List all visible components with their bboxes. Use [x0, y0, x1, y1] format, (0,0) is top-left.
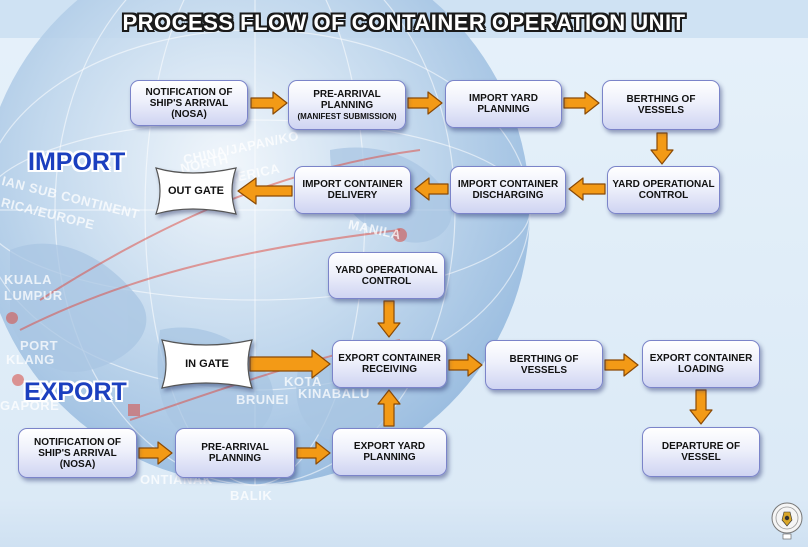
in-gate-shape: [161, 339, 253, 389]
arrow-nosa-to-prearrival-export: [138, 441, 173, 465]
map-label-klang: KLANG: [6, 352, 55, 367]
export-yard-control-line1: YARD OPERATIONAL: [335, 264, 438, 276]
arrow-yardplanning-to-berthing: [563, 91, 600, 115]
export-receiving-line1: EXPORT CONTAINER: [338, 353, 441, 364]
export-departure-line2: VESSEL: [681, 452, 721, 463]
map-label-bali: BALIK: [230, 488, 273, 503]
diagram-title: PROCESS FLOW OF CONTAINER OPERATION UNIT: [122, 10, 686, 35]
export-yard-planning-line1: EXPORT YARD: [353, 441, 426, 452]
import-prearrival-box: PRE-ARRIVAL PLANNING (MANIFEST SUBMISSIO…: [288, 80, 406, 130]
export-yard-control-line2: CONTROL: [361, 275, 412, 287]
import-yard-control-box: YARD OPERATIONAL CONTROL: [607, 166, 720, 214]
import-discharging-box: IMPORT CONTAINER DISCHARGING: [450, 166, 566, 214]
import-yard-control-line2: CONTROL: [638, 190, 689, 201]
arrow-nosa-to-prearrival: [250, 91, 288, 115]
import-yard-planning-line1: IMPORT YARD: [469, 93, 538, 104]
import-berthing-line1: BERTHING OF: [626, 94, 696, 105]
import-yard-planning-box: IMPORT YARD PLANNING: [445, 80, 562, 128]
export-nosa-line2: SHIP'S ARRIVAL (NOSA): [38, 447, 117, 470]
import-discharging-line2: DISCHARGING: [472, 190, 544, 201]
arrow-prearrival-to-yardplanning: [407, 91, 443, 115]
import-yard-control-line1: YARD OPERATIONAL: [612, 179, 715, 190]
out-gate-label: OUT GATE: [167, 185, 224, 197]
arrow-ingate-to-receiving: [249, 349, 331, 379]
arrow-delivery-to-outgate: [237, 177, 293, 205]
footer-strip: [0, 500, 808, 547]
out-gate-shape: [155, 167, 237, 215]
export-loading-line1: EXPORT CONTAINER: [649, 353, 753, 364]
export-nosa-box: NOTIFICATION OF SHIP'S ARRIVAL (NOSA): [18, 428, 137, 478]
export-departure-box: DEPARTURE OF VESSEL: [642, 427, 760, 477]
import-delivery-line2: DELIVERY: [327, 190, 378, 201]
arrow-receiving-to-berthing: [448, 353, 483, 377]
import-berthing-line2: VESSELS: [637, 105, 685, 116]
export-receiving-box: EXPORT CONTAINER RECEIVING: [332, 340, 447, 388]
arrow-loading-to-departure: [689, 389, 713, 425]
map-label-port: PORT: [20, 338, 59, 353]
map-label-brunei: BRUNEI: [236, 392, 289, 407]
in-gate-label: IN GATE: [185, 358, 229, 370]
arrow-yardplanning-to-receiving: [377, 389, 401, 427]
export-yard-planning-box: EXPORT YARD PLANNING: [332, 428, 447, 476]
export-yard-control-box: YARD OPERATIONAL CONTROL: [328, 252, 445, 299]
port-seal-logo: [771, 502, 803, 540]
export-departure-line1: DEPARTURE OF: [661, 441, 741, 452]
import-prearrival-sub: (MANIFEST SUBMISSION): [297, 111, 397, 121]
map-label-kinabalu: KINABALU: [298, 386, 370, 401]
export-nosa-line1: NOTIFICATION OF: [33, 436, 122, 448]
export-prearrival-box: PRE-ARRIVAL PLANNING: [175, 428, 295, 478]
export-receiving-line2: RECEIVING: [361, 364, 417, 375]
export-section-label: EXPORT: [24, 378, 127, 406]
import-discharging-line1: IMPORT CONTAINER: [457, 179, 559, 190]
map-label-lumpur: LUMPUR: [4, 288, 63, 303]
arrow-yardcontrol-to-receiving: [377, 300, 401, 338]
import-berthing-box: BERTHING OF VESSELS: [602, 80, 720, 130]
arrow-prearrival-to-yardplanning-export: [296, 441, 331, 465]
map-label-kuala: KUALA: [4, 272, 52, 287]
import-prearrival-line2: PLANNING: [320, 99, 374, 111]
import-section-label: IMPORT: [28, 148, 126, 176]
import-prearrival-line1: PRE-ARRIVAL: [313, 88, 381, 100]
export-berthing-line2: VESSELS: [520, 365, 568, 376]
map-label-gapore: GAPORE: [0, 398, 60, 413]
import-nosa-line2: SHIP'S ARRIVAL (NOSA): [149, 97, 229, 120]
export-yard-planning-line2: PLANNING: [363, 452, 416, 463]
arrow-berthing-to-loading: [604, 353, 639, 377]
import-nosa-box: NOTIFICATION OF SHIP'S ARRIVAL (NOSA): [130, 80, 248, 126]
arrow-yardcontrol-to-discharging: [568, 177, 606, 201]
arrow-berthing-to-yardcontrol: [650, 132, 674, 165]
import-delivery-box: IMPORT CONTAINER DELIVERY: [294, 166, 411, 214]
export-berthing-line1: BERTHING OF: [509, 354, 579, 365]
import-nosa-line1: NOTIFICATION OF: [145, 86, 233, 98]
export-prearrival-line1: PRE-ARRIVAL: [201, 442, 269, 453]
arrow-discharging-to-delivery: [414, 177, 449, 201]
export-loading-box: EXPORT CONTAINER LOADING: [642, 340, 760, 388]
export-berthing-box: BERTHING OF VESSELS: [485, 340, 603, 390]
export-prearrival-line2: PLANNING: [208, 453, 262, 464]
import-yard-planning-line2: PLANNING: [477, 104, 530, 115]
export-loading-line2: LOADING: [677, 364, 725, 375]
import-delivery-line1: IMPORT CONTAINER: [302, 179, 403, 190]
